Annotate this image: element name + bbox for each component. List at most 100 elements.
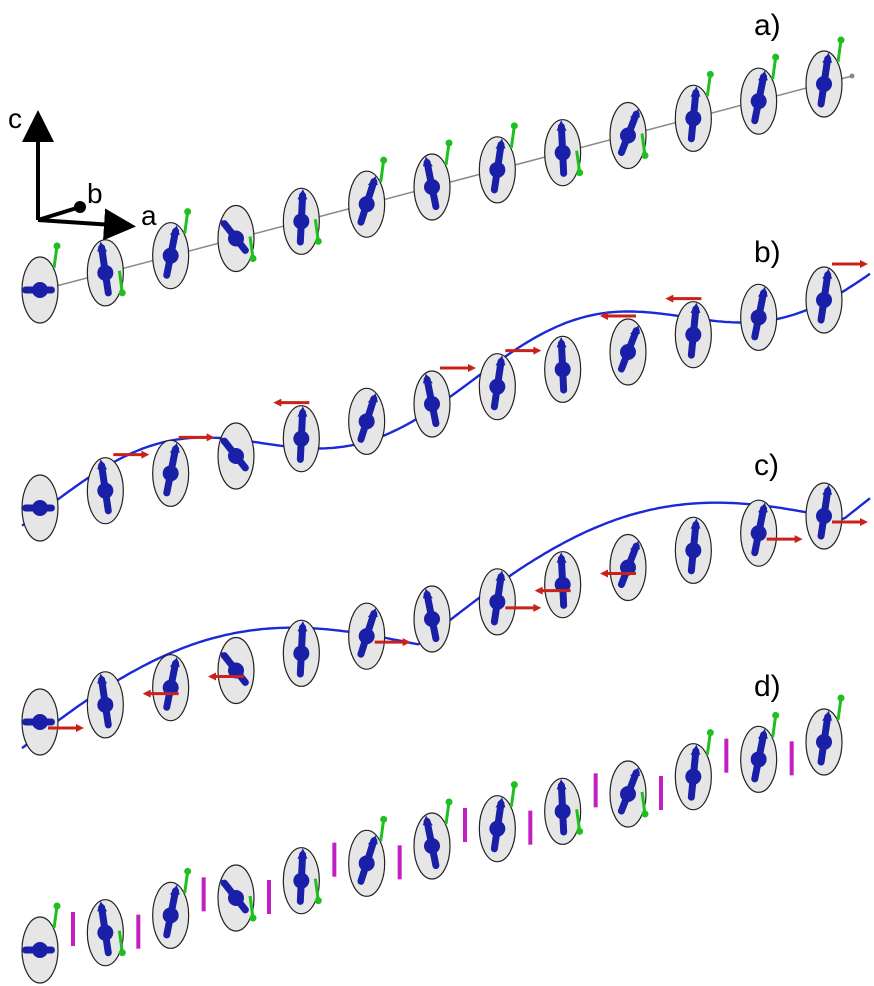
red-arrowhead	[142, 689, 151, 698]
green-arrow-tip	[837, 36, 845, 44]
panel-label-c: c)	[754, 449, 779, 482]
green-arrow	[313, 219, 320, 242]
spin-arrowhead	[97, 241, 108, 252]
spin-atom	[489, 161, 506, 178]
spin-arrowhead	[690, 302, 701, 313]
spin-arrowhead	[97, 901, 108, 912]
spin-arrowhead	[367, 608, 378, 618]
spin-arrowhead	[221, 437, 232, 444]
spin-site	[544, 119, 584, 187]
green-arrow	[509, 784, 516, 807]
spin-atom	[554, 803, 571, 820]
green-arrow-tip	[184, 208, 192, 216]
spin-arrowhead	[221, 651, 232, 658]
spin-atom	[489, 820, 506, 837]
green-arrow-tip	[772, 53, 780, 61]
green-arrow	[705, 732, 712, 755]
red-arrowhead	[600, 312, 608, 320]
spin-arrowhead	[297, 406, 308, 417]
spin-atom	[32, 714, 48, 730]
spin-site	[142, 654, 190, 722]
spin-site	[674, 516, 712, 584]
green-arrow-tip	[706, 729, 714, 737]
spin-atom	[32, 942, 48, 958]
spin-arrowhead	[297, 188, 308, 200]
spin-atom	[816, 76, 832, 92]
panel-c	[21, 482, 871, 756]
spin-site	[273, 398, 320, 473]
spin-site	[740, 499, 803, 567]
spin-arrowhead	[556, 120, 567, 131]
spin-site	[534, 551, 582, 619]
spin-arrowhead	[822, 52, 833, 63]
spin-atom	[816, 508, 832, 524]
green-arrow	[183, 871, 190, 894]
spin-site	[805, 36, 845, 118]
spin-arrowhead	[297, 848, 308, 859]
b-axis-label: b	[87, 178, 103, 209]
red-arrowhead	[76, 724, 84, 732]
spin-arrowhead	[556, 552, 567, 563]
spin-atom	[620, 127, 636, 144]
b-axis-line	[37, 205, 81, 222]
spin-atom	[358, 628, 375, 645]
spin-site	[544, 335, 582, 403]
spin-atom	[228, 230, 244, 247]
spin-atom	[97, 924, 114, 941]
green-arrow-tip	[118, 289, 126, 297]
spin-site	[413, 585, 451, 653]
spin-site	[282, 619, 320, 687]
spin-atom	[685, 326, 702, 343]
spin-site	[740, 53, 780, 135]
red-arrowhead	[533, 603, 542, 612]
green-arrow-tip	[118, 949, 126, 957]
red-arrowhead	[600, 569, 608, 578]
a-axis-label: a	[141, 200, 157, 231]
c-axis-label: c	[8, 103, 22, 134]
spin-atom	[228, 890, 244, 906]
spin-site	[217, 422, 255, 490]
spin-site	[282, 842, 337, 915]
spin-site	[805, 482, 868, 550]
spin-site	[413, 798, 467, 880]
spin-site	[609, 101, 649, 170]
red-arrowhead	[860, 260, 868, 268]
spin-atom	[489, 593, 506, 610]
spin-atom	[97, 264, 114, 281]
green-arrow	[52, 245, 59, 269]
spin-arrowhead	[629, 540, 640, 550]
spin-atom	[293, 213, 310, 230]
green-arrow	[575, 809, 582, 832]
green-arrow-tip	[641, 152, 649, 159]
spin-atom	[816, 734, 832, 750]
spin-site	[21, 688, 84, 756]
green-arrow-tip	[510, 781, 518, 789]
green-arrow-tip	[837, 694, 845, 702]
green-arrow-tip	[249, 914, 257, 922]
spin-atom	[424, 179, 440, 195]
spin-arrowhead	[556, 336, 567, 348]
spin-atom	[32, 500, 48, 516]
green-arrow	[52, 905, 59, 929]
panel-label-b: b)	[754, 236, 781, 269]
spin-arrowhead	[495, 138, 506, 149]
panel-b	[21, 260, 871, 542]
spin-atom	[32, 282, 48, 298]
red-arrowhead	[665, 294, 674, 303]
spin-site	[348, 387, 386, 455]
spin-atom	[554, 144, 571, 161]
red-arrowhead	[468, 364, 476, 372]
green-arrow-tip	[249, 255, 257, 262]
spin-atom	[750, 525, 767, 542]
spin-atom	[424, 611, 440, 627]
spin-atom	[162, 465, 179, 482]
spin-site	[478, 122, 518, 204]
spin-atom	[685, 768, 702, 785]
panels-layer	[21, 36, 871, 984]
spin-arrowhead	[422, 815, 433, 826]
spin-site	[86, 450, 150, 525]
spin-arrowhead	[297, 620, 308, 632]
spin-site	[600, 533, 647, 602]
spin-arrowhead	[169, 442, 180, 453]
spin-site	[413, 364, 476, 438]
